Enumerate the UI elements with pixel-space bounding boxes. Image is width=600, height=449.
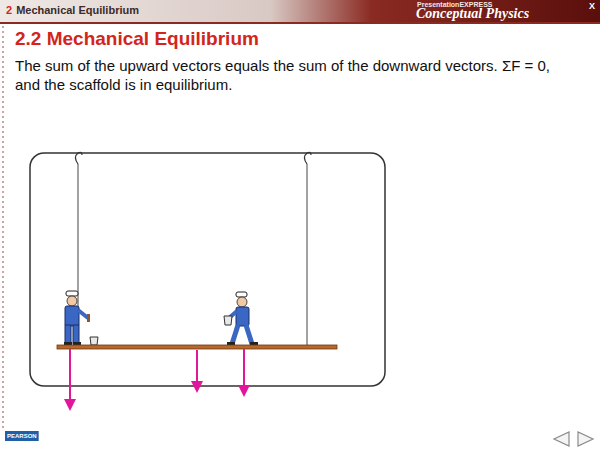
painter-right xyxy=(224,292,258,345)
nav-arrows xyxy=(554,432,593,446)
slide-title: 2.2 Mechanical Equilibrium xyxy=(15,28,259,50)
book-title: Conceptual Physics xyxy=(416,6,529,22)
publisher-logo-box xyxy=(5,431,39,441)
margin-line xyxy=(2,26,4,430)
chapter-number: 2 xyxy=(6,4,12,16)
body-text: The sum of the upward vectors equals the… xyxy=(15,56,560,94)
scaffold-plank xyxy=(57,345,337,349)
rope xyxy=(307,164,308,345)
force-arrows xyxy=(64,349,250,411)
chapter-title: Mechanical Equilibrium xyxy=(16,4,139,16)
hook xyxy=(305,152,312,164)
close-button: X xyxy=(589,1,595,11)
hook xyxy=(76,152,83,164)
publisher-logo: PEARSON xyxy=(7,433,37,439)
painter-left xyxy=(64,291,90,345)
header-bar xyxy=(0,0,600,22)
paint-bucket xyxy=(90,337,98,345)
frame xyxy=(30,153,385,386)
header-rule xyxy=(0,22,600,24)
